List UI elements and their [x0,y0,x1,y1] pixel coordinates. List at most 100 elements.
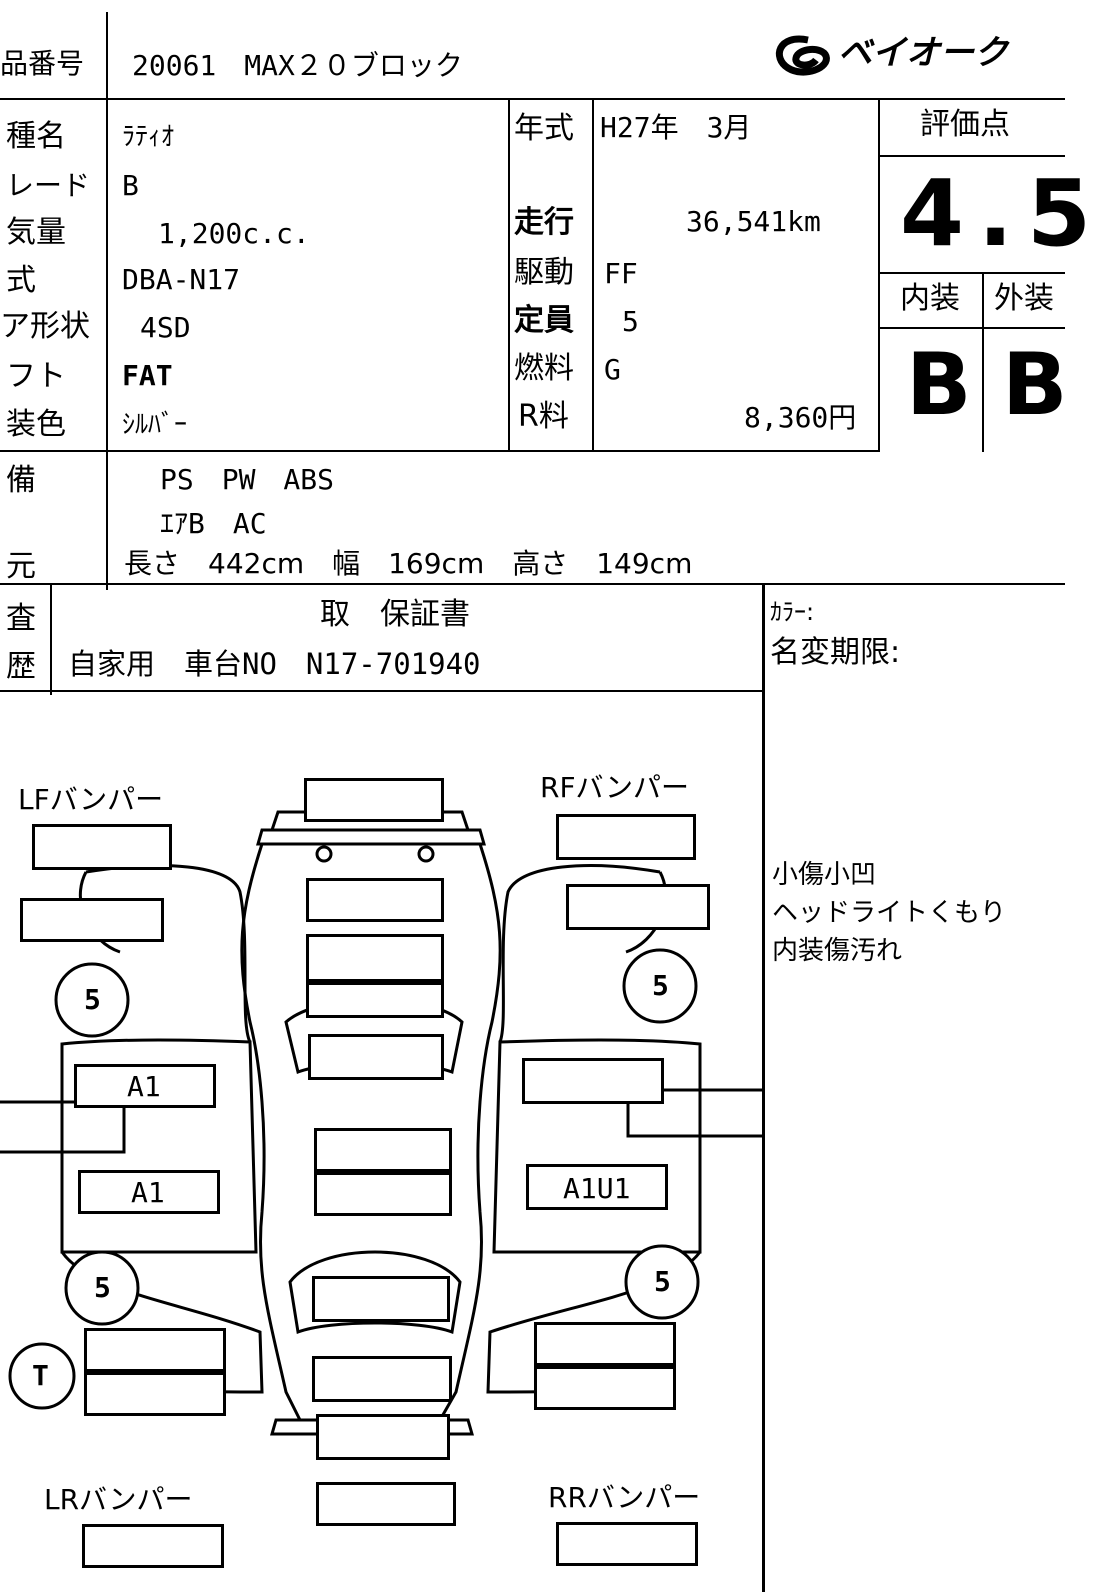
logo-text: ベイオーク [838,33,1008,73]
lf-bumper-box [32,824,172,870]
drive-label: 駆動 [514,255,574,290]
year-value: H27年 3月 [600,111,752,144]
label-door-shape: ア形状 [0,309,90,344]
left-rear-door-box: A1 [78,1170,220,1214]
lf-bumper-label: LFバンパー [18,783,164,816]
item-no-label: 品番号 [0,47,85,80]
value-model: ﾗﾃｨｵ [122,122,175,152]
equipment-line2: ｴｱB AC [160,507,267,540]
value-shift: FAT [122,359,173,392]
tire-lr-depth: 5 [94,1271,111,1304]
spare-tire-mark: T [32,1359,49,1392]
left-front-door-grade: A1 [127,1070,161,1103]
value-color: ｼﾙﾊﾞｰ [122,410,188,440]
dimensions-label: 元 [6,549,36,584]
info-rule-bottom [0,450,880,452]
lr-bumper-label: LRバンパー [44,1483,193,1516]
rf-door-box [522,1058,664,1104]
dimensions-value: 長さ 442cm 幅 169cm 高さ 149cm [124,547,693,580]
score-value-rule [878,272,1065,274]
rear-panel-box [316,1482,456,1526]
rr-bumper-box [556,1522,698,1566]
logo: ベイオーク [768,28,1058,84]
drive-value: FF [604,257,638,290]
history-label: 歴 [6,649,36,684]
lf-fender-box [20,898,164,942]
tire-lf-depth: 5 [84,983,101,1016]
fuel-label: 燃料 [514,351,574,386]
rr-quarter-box-2 [534,1366,676,1410]
remark-1: 小傷小凹 [772,860,877,890]
rr-bumper-label: RRバンパー [548,1481,701,1514]
label-grade: レード [6,169,91,202]
roof-box-2 [314,1172,452,1216]
label-shift: フト [6,359,66,394]
rf-bumper-label: RFバンパー [540,771,689,804]
grade-divider [982,272,984,452]
details-divider-mid [592,98,594,450]
remark-2: ヘッドライトくもり [772,898,1007,928]
score-label-rule [878,155,1065,157]
tire-rf-depth: 5 [652,969,669,1002]
capacity-value: 5 [622,305,639,338]
roof-box-1 [314,1128,452,1172]
inspection-label: 査 [6,601,36,636]
exterior-grade: B [1002,335,1068,435]
trunk-box-1 [312,1356,452,1402]
item-no-value: 20061 MAX２０ブロック [132,49,463,82]
label-type: 式 [6,263,36,298]
mileage-label: 走行 [514,205,574,240]
front-panel-box [304,778,444,822]
diagram-top-rule [0,690,762,692]
right-rear-door-box: A1U1 [526,1164,668,1210]
inspection-divider [50,585,52,695]
rf-fender-box [566,884,710,930]
interior-label: 内装 [900,281,960,316]
windshield-box [308,1034,444,1080]
score-value: 4.5 [900,160,1105,267]
name-change-label: 名変期限: [770,635,901,670]
color-note-label: ｶﾗｰ: [770,598,815,626]
left-front-door-box: A1 [74,1064,216,1108]
value-door-shape: 4SD [140,311,191,344]
hood-box-3 [306,982,444,1018]
header-divider-vertical [106,12,108,590]
label-displacement: 気量 [6,215,66,250]
label-color: 装色 [6,407,66,442]
details-divider-left [508,98,510,450]
score-label: 評価点 [920,107,1010,142]
tire-rr-depth: 5 [654,1265,671,1298]
recycle-value: 8,360円 [744,401,857,434]
grade-label-rule [878,327,1065,329]
lr-quarter-box-2 [84,1372,226,1416]
trunk-box-2 [316,1414,450,1460]
history-value: 自家用 車台NO N17-701940 [68,647,481,681]
equipment-line1: PS PW ABS [160,463,335,496]
hood-box-2 [306,934,444,982]
capacity-label: 定員 [514,303,574,338]
interior-grade: B [906,335,972,435]
equipment-label: 備 [6,463,36,498]
dims-rule [0,583,1065,585]
rear-window-box [312,1276,450,1322]
logo-mark-icon [775,35,830,76]
score-divider [878,98,880,452]
year-label: 年式 [514,111,574,146]
value-displacement: 1,200c.c. [158,217,310,250]
exterior-label: 外装 [994,281,1054,316]
rf-bumper-box [556,814,696,860]
label-model: 種名 [6,119,66,154]
inspection-value: 取 保証書 [320,597,470,632]
header-rule [0,98,1065,100]
lr-quarter-box-1 [84,1328,226,1372]
fuel-value: G [604,353,621,386]
value-type: DBA-N17 [122,263,241,296]
remark-3: 内装傷汚れ [772,936,903,966]
mileage-value: 36,541km [686,205,821,238]
right-rear-door-grade: A1U1 [563,1172,631,1205]
hood-box-1 [306,878,444,922]
value-grade: B [122,169,139,202]
left-rear-door-grade: A1 [131,1176,165,1209]
rr-quarter-box-1 [534,1322,676,1366]
lr-bumper-box [82,1524,224,1568]
